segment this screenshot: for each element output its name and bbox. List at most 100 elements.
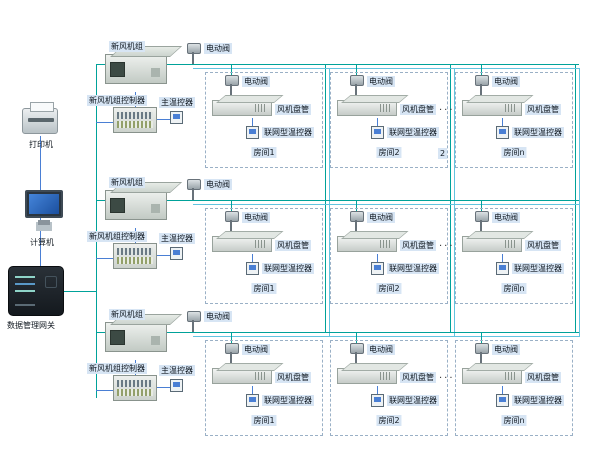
controller-to-thermostat-line	[157, 255, 170, 256]
ahu-valve-label: 电动阀	[204, 179, 232, 190]
riser-line-3-supply	[575, 64, 576, 333]
fan-coil-unit-icon	[462, 100, 522, 116]
fan-coil-label: 风机盘管	[275, 372, 311, 383]
room-box: 电动阀 风机盘管 联网型温控器 房间2	[330, 72, 448, 168]
room-label: 房间1	[251, 147, 277, 158]
valve-label: 电动阀	[367, 344, 395, 355]
ahu-row-1: 新风机组 电动阀 新风机组控制器 主温控器 ... 2 电动阀 风机盘管 联网型…	[85, 40, 591, 174]
trunk-to-controller-line	[96, 122, 113, 123]
fancoil-to-thermostat-line	[252, 118, 253, 126]
ahu-label: 新风机组	[109, 41, 145, 52]
room1-branch-line	[231, 200, 232, 214]
riser-line-2-return	[454, 68, 455, 337]
room-box: 电动阀 风机盘管 联网型温控器 房间n	[455, 340, 573, 436]
room-label: 房间1	[251, 415, 277, 426]
trunk-to-controller-line	[96, 258, 113, 259]
room-box: 电动阀 风机盘管 联网型温控器 房间2	[330, 340, 448, 436]
valve-label: 电动阀	[367, 76, 395, 87]
ahu-electric-valve-icon	[185, 311, 201, 333]
network-thermostat-label: 联网型温控器	[512, 263, 564, 274]
network-thermostat-icon	[496, 394, 509, 407]
valve-label: 电动阀	[492, 344, 520, 355]
fancoil-to-thermostat-line	[502, 118, 503, 126]
electric-valve-icon	[348, 211, 364, 233]
room-box: 电动阀 风机盘管 联网型温控器 房间1	[205, 340, 323, 436]
fancoil-to-thermostat-line	[377, 254, 378, 262]
network-thermostat-icon	[246, 126, 259, 139]
data-gateway-icon	[8, 266, 64, 316]
room2-branch-line	[356, 64, 357, 78]
network-thermostat-label: 联网型温控器	[262, 395, 314, 406]
printer-icon	[22, 102, 58, 134]
main-thermostat-icon	[170, 111, 183, 124]
controller-to-thermostat-line	[157, 119, 170, 120]
supply-bus-line	[96, 332, 579, 333]
room3-branch-line	[481, 64, 482, 78]
controller-to-thermostat-line	[157, 387, 170, 388]
ahu-label: 新风机组	[109, 177, 145, 188]
return-bus-line	[193, 336, 579, 337]
network-thermostat-label: 联网型温控器	[387, 263, 439, 274]
ahu-controller-icon	[113, 375, 157, 401]
network-thermostat-icon	[496, 262, 509, 275]
fan-coil-unit-icon	[212, 100, 272, 116]
room-label: 房间n	[501, 147, 527, 158]
fan-coil-label: 风机盘管	[275, 240, 311, 251]
fresh-air-unit-icon	[105, 54, 167, 84]
main-thermostat-icon	[170, 379, 183, 392]
network-thermostat-label: 联网型温控器	[262, 263, 314, 274]
fan-coil-unit-icon	[212, 236, 272, 252]
fan-coil-label: 风机盘管	[275, 104, 311, 115]
valve-label: 电动阀	[492, 212, 520, 223]
network-thermostat-icon	[246, 394, 259, 407]
return-bus-line	[193, 68, 579, 69]
fancoil-to-thermostat-line	[377, 118, 378, 126]
ahu-controller-icon	[113, 107, 157, 133]
room-box: 电动阀 风机盘管 联网型温控器 房间n	[455, 72, 573, 168]
valve-label: 电动阀	[367, 212, 395, 223]
fan-coil-unit-icon	[337, 236, 397, 252]
ahu-electric-valve-icon	[185, 43, 201, 65]
main-thermostat-icon	[170, 247, 183, 260]
valve-label: 电动阀	[242, 212, 270, 223]
valve-label: 电动阀	[242, 344, 270, 355]
main-thermostat-label: 主温控器	[159, 97, 195, 108]
fan-coil-label: 风机盘管	[525, 240, 561, 251]
electric-valve-icon	[473, 75, 489, 97]
fan-coil-label: 风机盘管	[400, 240, 436, 251]
electric-valve-icon	[223, 211, 239, 233]
room2-branch-line	[356, 332, 357, 346]
fancoil-to-thermostat-line	[252, 254, 253, 262]
valve-label: 电动阀	[492, 76, 520, 87]
network-thermostat-label: 联网型温控器	[512, 127, 564, 138]
riser-line-1-supply	[325, 64, 326, 333]
fresh-air-unit-icon	[105, 190, 167, 220]
printer-label: 打印机	[29, 140, 53, 149]
trunk-to-controller-line	[96, 390, 113, 391]
fan-coil-unit-icon	[212, 368, 272, 384]
network-thermostat-icon	[496, 126, 509, 139]
riser-line-3-return	[579, 68, 580, 337]
supply-bus-line	[96, 64, 579, 65]
network-thermostat-icon	[371, 126, 384, 139]
network-thermostat-label: 联网型温控器	[387, 127, 439, 138]
ahu-electric-valve-icon	[185, 179, 201, 201]
fan-coil-unit-icon	[337, 368, 397, 384]
extra-label: 2	[438, 148, 448, 159]
fancoil-to-thermostat-line	[377, 386, 378, 394]
network-thermostat-label: 联网型温控器	[387, 395, 439, 406]
main-thermostat-label: 主温控器	[159, 365, 195, 376]
electric-valve-icon	[473, 343, 489, 365]
ahu-label: 新风机组	[109, 309, 145, 320]
room1-branch-line	[231, 64, 232, 78]
ahu-controller-label: 新风机组控制器	[87, 95, 147, 106]
fancoil-to-thermostat-line	[502, 254, 503, 262]
room-box: 电动阀 风机盘管 联网型温控器 房间1	[205, 208, 323, 304]
electric-valve-icon	[348, 343, 364, 365]
ahu-controller-label: 新风机组控制器	[87, 363, 147, 374]
room-label: 房间2	[376, 147, 402, 158]
room-box: 电动阀 风机盘管 联网型温控器 房间2	[330, 208, 448, 304]
room1-branch-line	[231, 332, 232, 346]
fan-coil-label: 风机盘管	[400, 372, 436, 383]
